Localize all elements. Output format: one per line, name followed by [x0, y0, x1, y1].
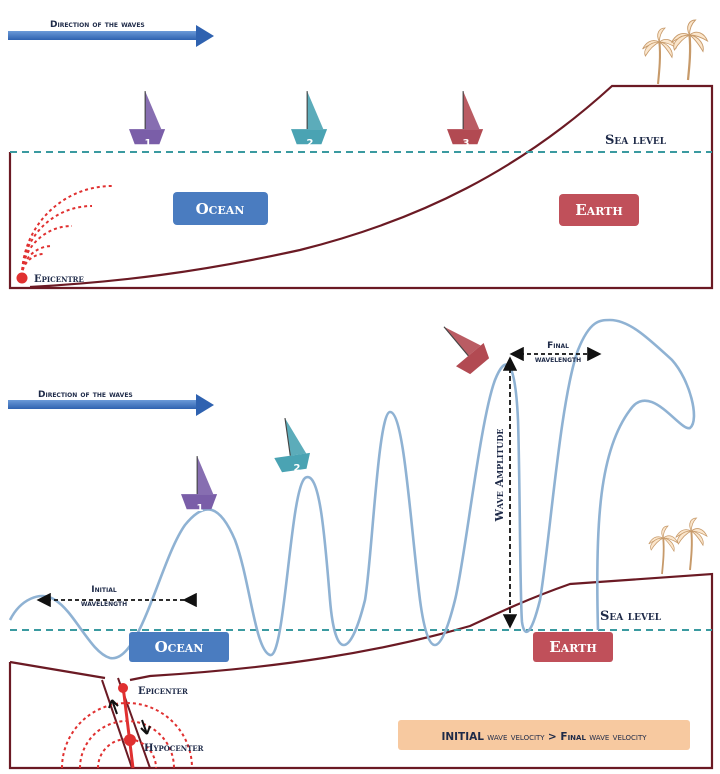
svg-text:Ocean: Ocean — [196, 200, 245, 218]
direction-arrow-bottom: Direction of the waves — [8, 390, 214, 416]
earth-label-bottom: Earth — [533, 632, 613, 662]
svg-text:wavelength: wavelength — [81, 599, 127, 609]
final-wavelength-annotation: Final wavelength — [509, 341, 602, 365]
seafloor-profile-top — [8, 84, 714, 290]
hypocenter-dot — [124, 734, 136, 746]
boat-3-number: 3 — [463, 138, 470, 149]
boat-3-icon: 3 — [431, 313, 498, 379]
boat-1-icon: 1 — [180, 455, 218, 514]
epicenter-label-bottom: Epicenter — [138, 686, 188, 697]
svg-text:Initial: Initial — [91, 585, 117, 595]
epicenter-dot-bottom — [118, 683, 128, 693]
svg-text:Earth: Earth — [549, 638, 597, 656]
fault-arrow-down-icon — [140, 719, 151, 735]
ocean-label-bottom: Ocean — [129, 632, 229, 662]
epicentre-rings-top — [21, 185, 113, 277]
svg-text:wavelength: wavelength — [535, 355, 581, 365]
boat-2-number-bottom: 2 — [294, 463, 301, 474]
boat-2-number: 2 — [307, 138, 314, 149]
initial-wavelength-annotation: Initial wavelength — [36, 585, 197, 609]
sea-level-label-top: Sea level — [605, 133, 667, 148]
svg-text:INITIAL wave velocity > Final: INITIAL wave velocity > Final wave veloc… — [441, 731, 647, 743]
boat-3-number-bottom: 3 — [491, 359, 498, 370]
boat-1-number-bottom: 1 — [197, 503, 204, 514]
palm-tree-icon — [641, 18, 709, 86]
palm-tree-icon — [647, 517, 708, 575]
wave-amplitude-annotation: Wave Amplitude — [493, 356, 518, 629]
hypocenter-label: Hypocenter — [144, 743, 204, 754]
ocean-label-top: Ocean — [173, 192, 268, 225]
direction-arrow-top: Direction of the waves — [8, 20, 214, 47]
boat-1-icon: 1 — [128, 90, 166, 149]
tsunami-wave — [8, 318, 696, 660]
boat-1-number: 1 — [145, 138, 152, 149]
svg-text:Final: Final — [547, 341, 569, 351]
boat-2-icon: 2 — [268, 414, 313, 474]
boat-3-icon: 3 — [446, 90, 484, 149]
velocity-note: INITIAL wave velocity > Final wave veloc… — [398, 720, 690, 750]
epicentre-label-top: Epicentre — [34, 274, 84, 285]
bottom-panel: Direction of the waves Sea level 1 2 3 — [8, 313, 714, 770]
top-panel: Direction of the waves Sea level 1 2 3 O… — [8, 18, 714, 290]
earth-label-top: Earth — [559, 194, 639, 226]
boat-2-icon: 2 — [290, 90, 328, 149]
fault-arrow-up-icon — [108, 699, 119, 715]
svg-text:Ocean: Ocean — [155, 638, 204, 656]
svg-text:Wave Amplitude: Wave Amplitude — [493, 429, 506, 523]
direction-label-top: Direction of the waves — [50, 20, 145, 30]
direction-label-bottom: Direction of the waves — [38, 390, 133, 400]
seafloor-profile-bottom — [8, 572, 714, 770]
sea-level-label-bottom: Sea level — [600, 609, 662, 624]
svg-text:Earth: Earth — [575, 201, 623, 219]
epicentre-dot-top — [16, 272, 28, 284]
